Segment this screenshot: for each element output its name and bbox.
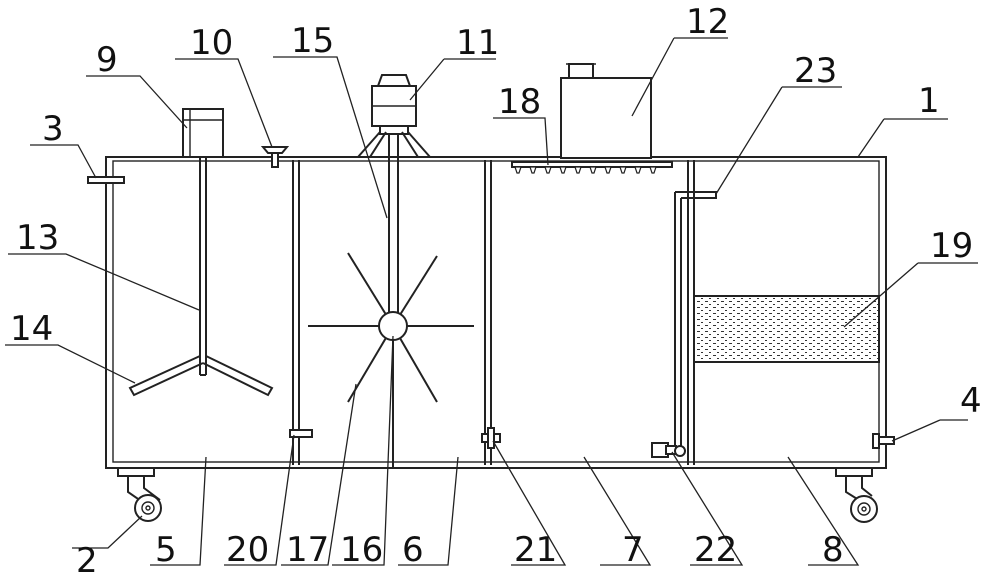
partition-walls [292, 160, 695, 465]
pump [651, 442, 686, 458]
label-1: 1 [918, 81, 940, 121]
stirring-shaft [199, 157, 207, 376]
reference-numerals: 1 2 3 4 5 6 7 8 9 10 11 12 13 14 15 16 1… [10, 2, 982, 581]
spray-nozzle [574, 166, 582, 174]
stirring-motor [182, 108, 224, 158]
stirring-blades [128, 355, 274, 397]
impeller-hub [378, 311, 408, 341]
label-22: 22 [694, 530, 737, 570]
label-18: 18 [498, 82, 541, 122]
label-19: 19 [930, 226, 973, 266]
spray-bar [511, 161, 673, 174]
motor-bracket [357, 131, 431, 158]
label-16: 16 [340, 530, 383, 570]
spray-nozzle [589, 166, 597, 174]
label-15: 15 [291, 21, 334, 61]
spray-nozzle [559, 166, 567, 174]
label-4: 4 [960, 381, 982, 421]
overflow-pipe [674, 191, 717, 450]
label-21: 21 [514, 530, 557, 570]
label-11: 11 [456, 23, 499, 63]
filter-layer [693, 295, 880, 363]
label-8: 8 [822, 530, 844, 570]
label-17: 17 [286, 530, 329, 570]
label-6: 6 [402, 530, 424, 570]
caster-wheel-right [835, 467, 878, 523]
impeller-shaft [388, 134, 399, 316]
spray-nozzle [634, 166, 642, 174]
impeller-motor [371, 74, 417, 135]
spray-nozzle [544, 166, 552, 174]
label-3: 3 [42, 109, 64, 149]
label-2: 2 [76, 541, 98, 581]
label-5: 5 [155, 530, 177, 570]
chemical-tank [560, 63, 652, 159]
spray-nozzle [529, 166, 537, 174]
spray-nozzle [619, 166, 627, 174]
dosing-funnel [260, 146, 290, 168]
spray-nozzle [514, 166, 522, 174]
caster-wheel-left [117, 467, 162, 522]
outlet-pipe [872, 433, 895, 449]
label-10: 10 [190, 23, 233, 63]
impeller-blades [308, 252, 474, 468]
label-13: 13 [16, 218, 59, 258]
spray-nozzle [604, 166, 612, 174]
label-23: 23 [794, 51, 837, 91]
label-9: 9 [96, 40, 118, 80]
label-20: 20 [226, 530, 269, 570]
valve-21 [481, 427, 501, 449]
valve-20 [289, 429, 313, 438]
inlet-pipe [87, 176, 125, 184]
leader-lines [5, 37, 978, 566]
label-12: 12 [686, 2, 729, 42]
label-7: 7 [622, 530, 644, 570]
spray-nozzle [649, 166, 657, 174]
label-14: 14 [10, 309, 53, 349]
